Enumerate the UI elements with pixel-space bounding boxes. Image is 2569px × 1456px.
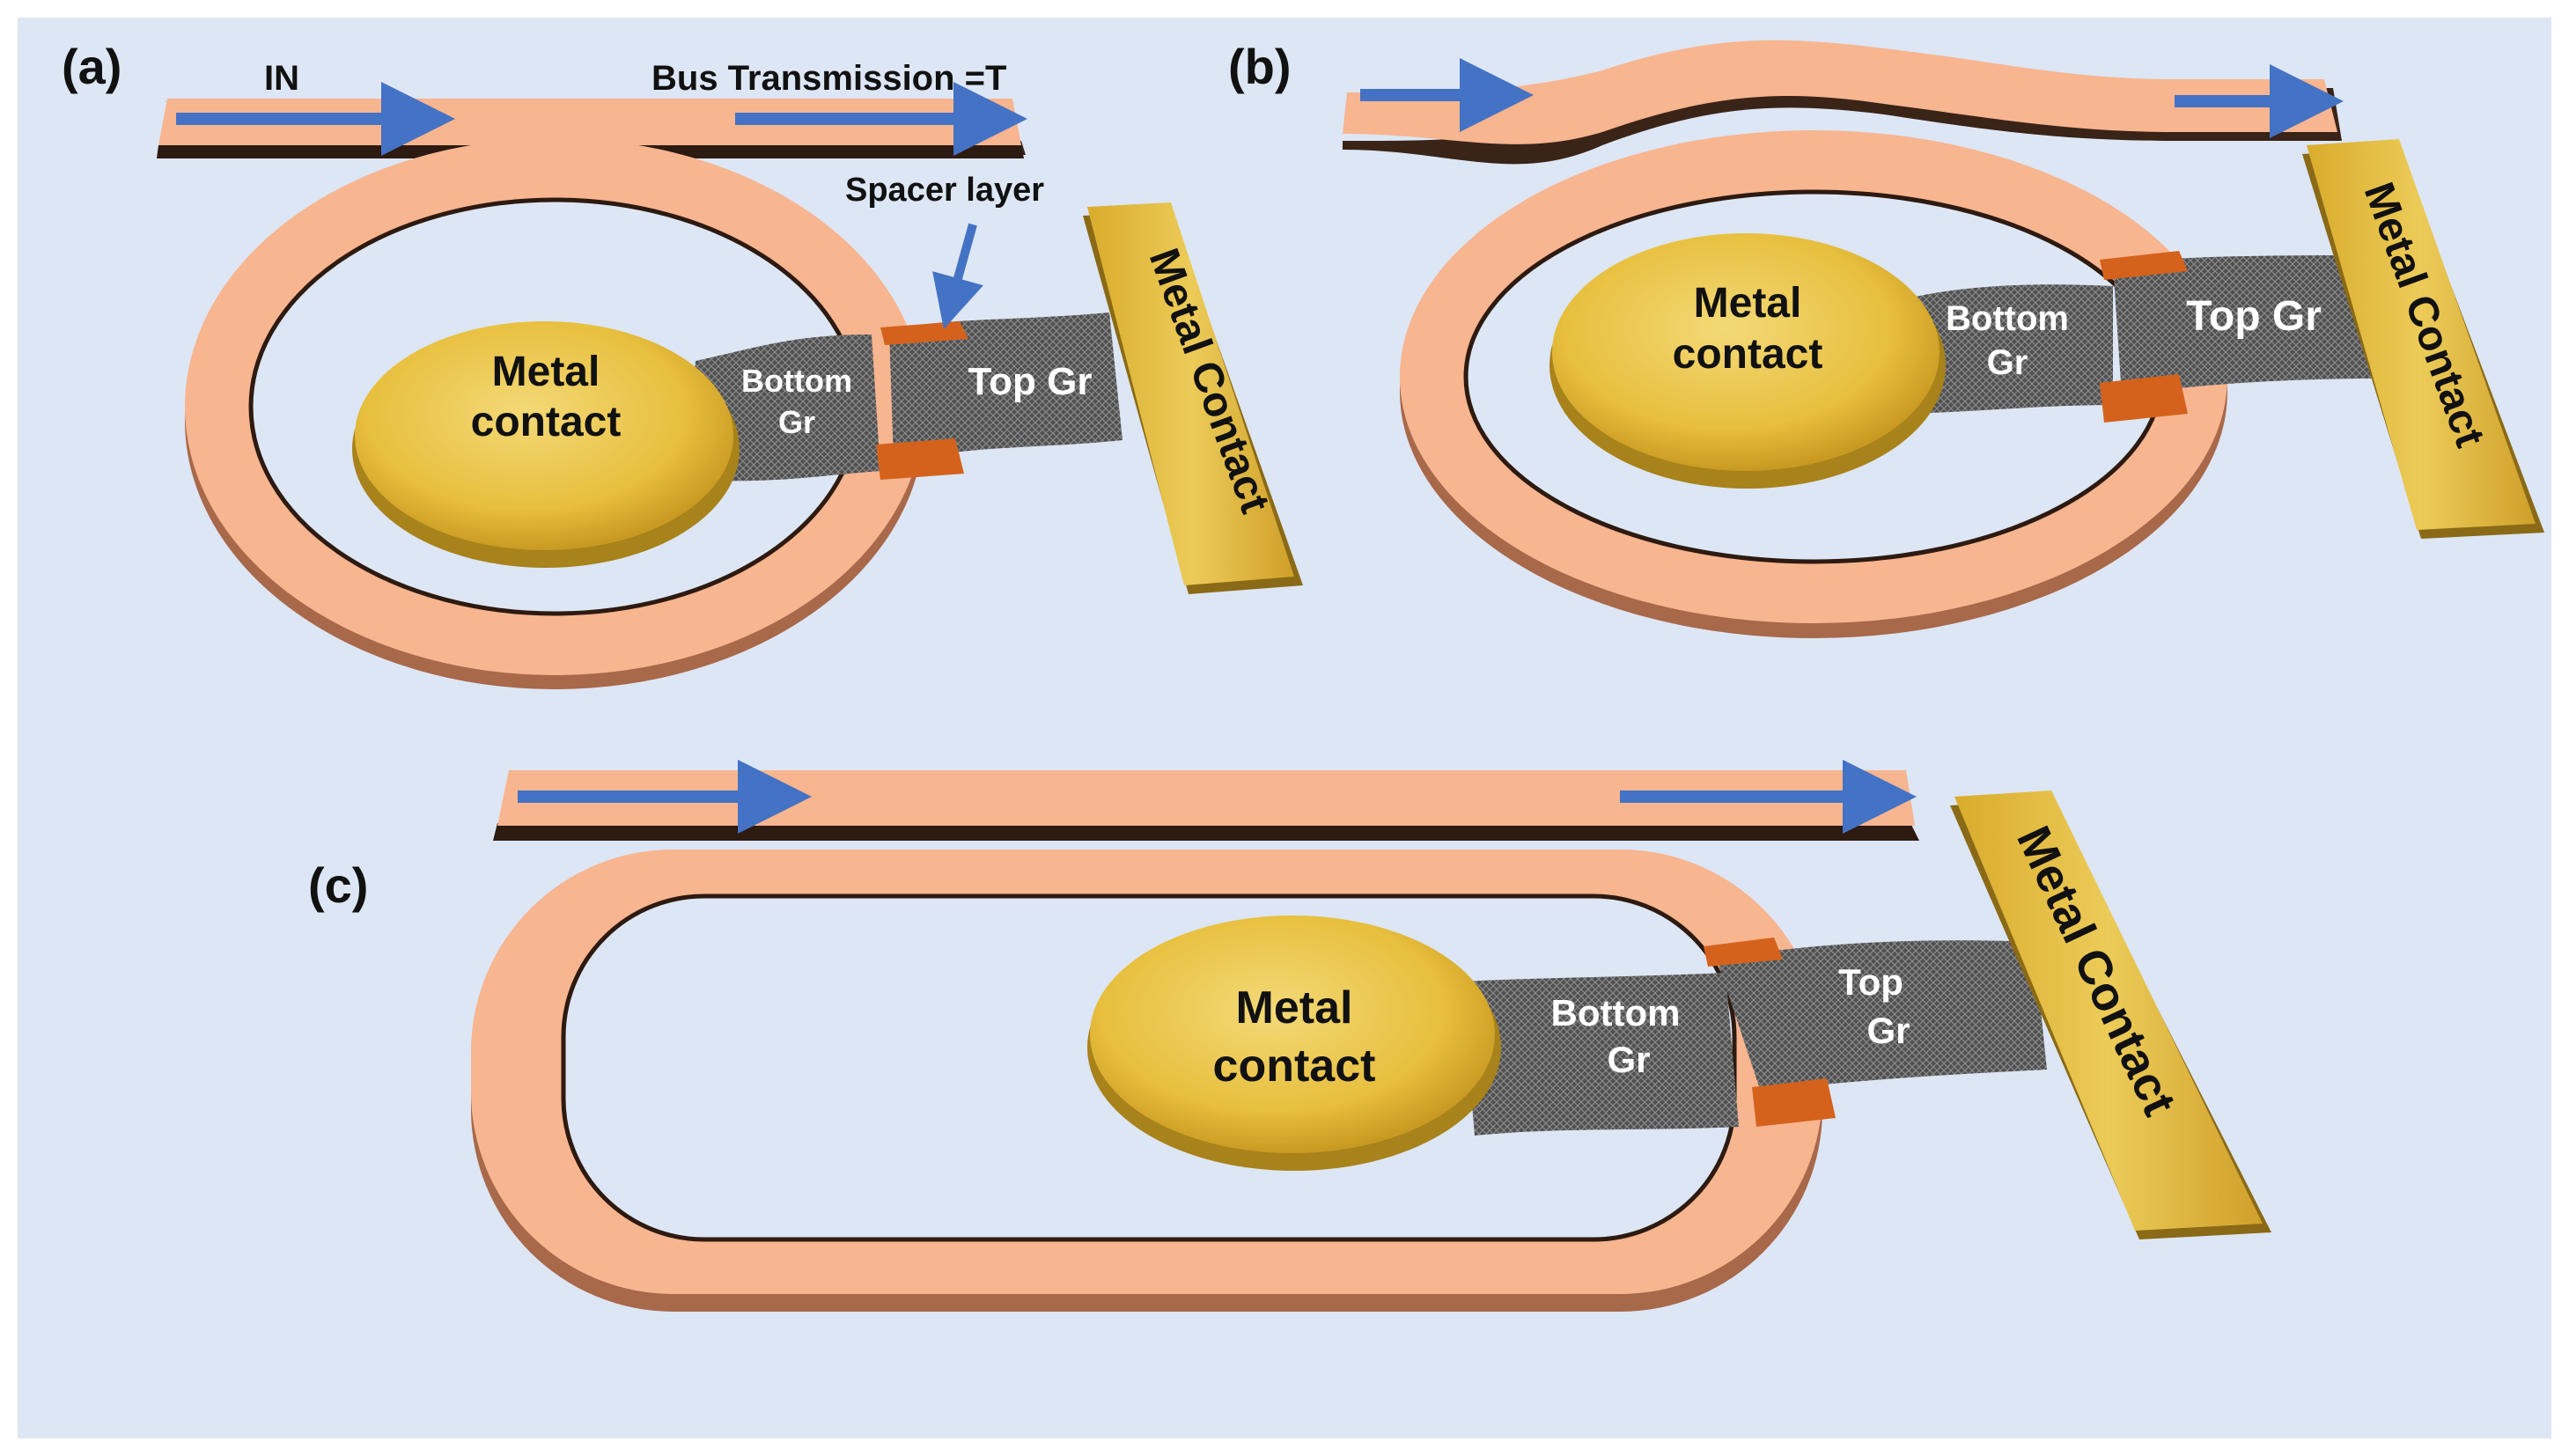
metal-contact-label-1-c: Metal bbox=[1236, 982, 1353, 1033]
metal-contact-label-2-c: contact bbox=[1213, 1041, 1376, 1092]
panel-a: (a) IN Bus Transmission =T Metal contact bbox=[62, 39, 1303, 689]
output-label: Bus Transmission =T bbox=[651, 59, 1006, 98]
bottom-gr-label-1-b: Bottom bbox=[1946, 299, 2069, 338]
spacer-pad-bottom-c bbox=[1752, 1078, 1836, 1127]
panel-b: (b) Metal contact Bottom Gr Top Gr bbox=[1228, 39, 2544, 638]
bottom-graphene-c bbox=[1461, 973, 1739, 1136]
bottom-gr-label-2-a: Gr bbox=[778, 404, 815, 440]
spacer-pad-top-b bbox=[2100, 251, 2188, 280]
bus-waveguide-c bbox=[493, 770, 1919, 841]
metal-contact-a bbox=[355, 321, 733, 550]
bottom-gr-label-1-a: Bottom bbox=[741, 363, 852, 399]
metal-contact-label-2-b: contact bbox=[1673, 331, 1823, 378]
metal-contact-b bbox=[1552, 233, 1940, 471]
spacer-pad-top-c bbox=[1704, 938, 1783, 967]
spacer-pad-bottom-b bbox=[2100, 374, 2188, 423]
bottom-gr-label-2-b: Gr bbox=[1987, 343, 2028, 382]
spacer-label: Spacer layer bbox=[845, 172, 1044, 209]
top-graphene-a bbox=[889, 313, 1123, 462]
metal-contact-label-1-a: Metal bbox=[492, 349, 600, 395]
top-gr-label-2-c: Gr bbox=[1866, 1010, 1910, 1051]
metal-contact-label-1-b: Metal bbox=[1694, 280, 1802, 327]
metal-contact-label-2-a: contact bbox=[471, 399, 622, 445]
bus-waveguide-b bbox=[1343, 40, 2342, 165]
panel-b-tag: (b) bbox=[1228, 39, 1292, 94]
top-gr-label-a: Top Gr bbox=[968, 360, 1093, 403]
bottom-gr-label-1-c: Bottom bbox=[1551, 992, 1681, 1033]
bottom-gr-label-2-c: Gr bbox=[1607, 1039, 1650, 1080]
input-label: IN bbox=[264, 59, 299, 98]
top-gr-label-b: Top Gr bbox=[2186, 293, 2322, 340]
top-graphene-b bbox=[2113, 255, 2377, 396]
panel-a-tag: (a) bbox=[62, 39, 121, 94]
spacer-pad-bottom-a bbox=[876, 438, 964, 480]
panel-c: (c) Metal contact Bottom Gr Top Gr bbox=[308, 760, 2271, 1312]
metal-contact-c bbox=[1090, 916, 1495, 1153]
spacer-arrow bbox=[932, 223, 983, 329]
panel-c-tag: (c) bbox=[308, 857, 368, 913]
top-gr-label-1-c: Top bbox=[1838, 961, 1903, 1003]
top-graphene-c bbox=[1717, 940, 2047, 1092]
side-metal-contact-b: Metal Contact bbox=[2302, 139, 2544, 539]
